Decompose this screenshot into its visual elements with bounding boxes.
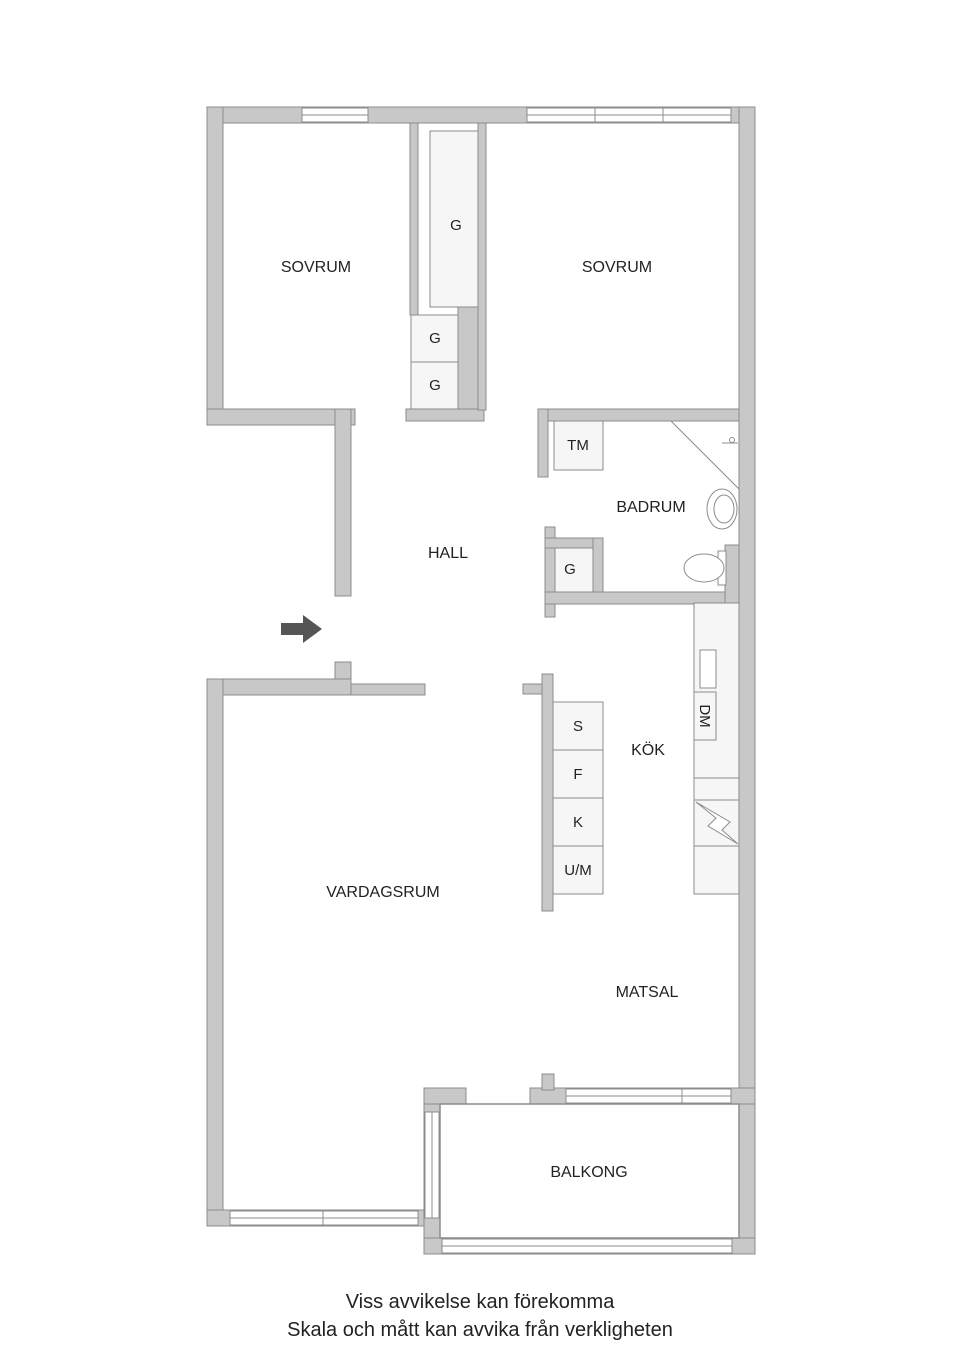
label-stove: S — [573, 718, 583, 735]
fixture-labels: G G G TM G S F K U/M DM — [429, 217, 713, 879]
room-labels: SOVRUM SOVRUM HALL BADRUM KÖK VARDAGSRUM… — [281, 259, 686, 1181]
cold-box — [552, 797, 604, 847]
fridge-box — [552, 749, 604, 799]
label-cold: K — [573, 814, 583, 831]
floor-plan: SOVRUM SOVRUM HALL BADRUM KÖK VARDAGSRUM… — [206, 106, 756, 1255]
dishwasher-box — [693, 691, 717, 741]
label-bedroom-right: SOVRUM — [582, 259, 652, 276]
kitchen-counter-mid — [693, 777, 740, 801]
wall-wardrobe-right — [457, 306, 479, 411]
disclaimer-line-2: Skala och mått kan avvika från verklighe… — [287, 1319, 673, 1341]
label-wardrobe-tall: G — [450, 217, 462, 234]
wall-wardrobe-bottom — [405, 408, 485, 422]
shower-diagonal — [670, 420, 740, 490]
label-dining: MATSAL — [616, 984, 679, 1001]
wall-bedroom-divider — [409, 122, 419, 316]
wall-island — [541, 673, 554, 912]
oven-box — [552, 845, 604, 895]
label-kitchen: KÖK — [631, 741, 665, 759]
entrance-arrow-icon — [281, 615, 322, 643]
label-living-room: VARDAGSRUM — [326, 884, 440, 901]
label-oven-microwave: U/M — [564, 862, 592, 879]
label-wardrobe-2: G — [429, 377, 441, 394]
wall-balcony-post — [541, 1073, 555, 1091]
kitchen-counter-upper — [693, 602, 740, 779]
stove-box — [552, 701, 604, 751]
wall-living-top-stub — [350, 683, 426, 696]
wall-bedroom-bottom — [206, 408, 356, 426]
wall-right — [738, 106, 756, 1255]
wall-bedroom2-bottom — [537, 408, 740, 422]
fixtures — [410, 130, 740, 895]
wardrobe-hall-box — [554, 547, 594, 593]
label-dryer: TM — [567, 437, 589, 454]
bathroom-fixtures — [670, 420, 740, 586]
wardrobe-2 — [410, 361, 459, 410]
wall-bedroom2-left — [477, 122, 487, 411]
label-bedroom-left: SOVRUM — [281, 259, 351, 276]
walls — [206, 106, 756, 1255]
label-balcony: BALKONG — [550, 1164, 627, 1181]
dryer-box — [553, 420, 604, 471]
kitchen-sink — [699, 649, 717, 689]
wall-living-top — [206, 678, 352, 696]
wall-bath-bottom — [544, 591, 740, 605]
wardrobe-1 — [410, 314, 459, 363]
wall-bath-right-post — [724, 544, 740, 605]
wall-left-lower — [206, 678, 224, 1227]
wall-entrance-upper — [334, 408, 352, 597]
label-wardrobe-1: G — [429, 330, 441, 347]
label-dishwasher: DM — [696, 704, 713, 727]
wall-bath-left — [537, 408, 549, 478]
label-bathroom: BADRUM — [616, 499, 685, 516]
label-hall: HALL — [428, 545, 468, 562]
label-fridge: F — [573, 766, 582, 783]
windows — [229, 107, 733, 1254]
label-wardrobe-hall: G — [564, 561, 576, 578]
wardrobe-tall — [429, 130, 479, 308]
wall-left-upper — [206, 106, 224, 426]
wall-balcony-top — [423, 1087, 467, 1105]
balcony-railing — [439, 1103, 740, 1239]
toilet-icon — [683, 553, 725, 583]
stove-lightning-icon — [695, 801, 739, 845]
disclaimer-line-1: Viss avvikelse kan förekomma — [345, 1291, 615, 1313]
